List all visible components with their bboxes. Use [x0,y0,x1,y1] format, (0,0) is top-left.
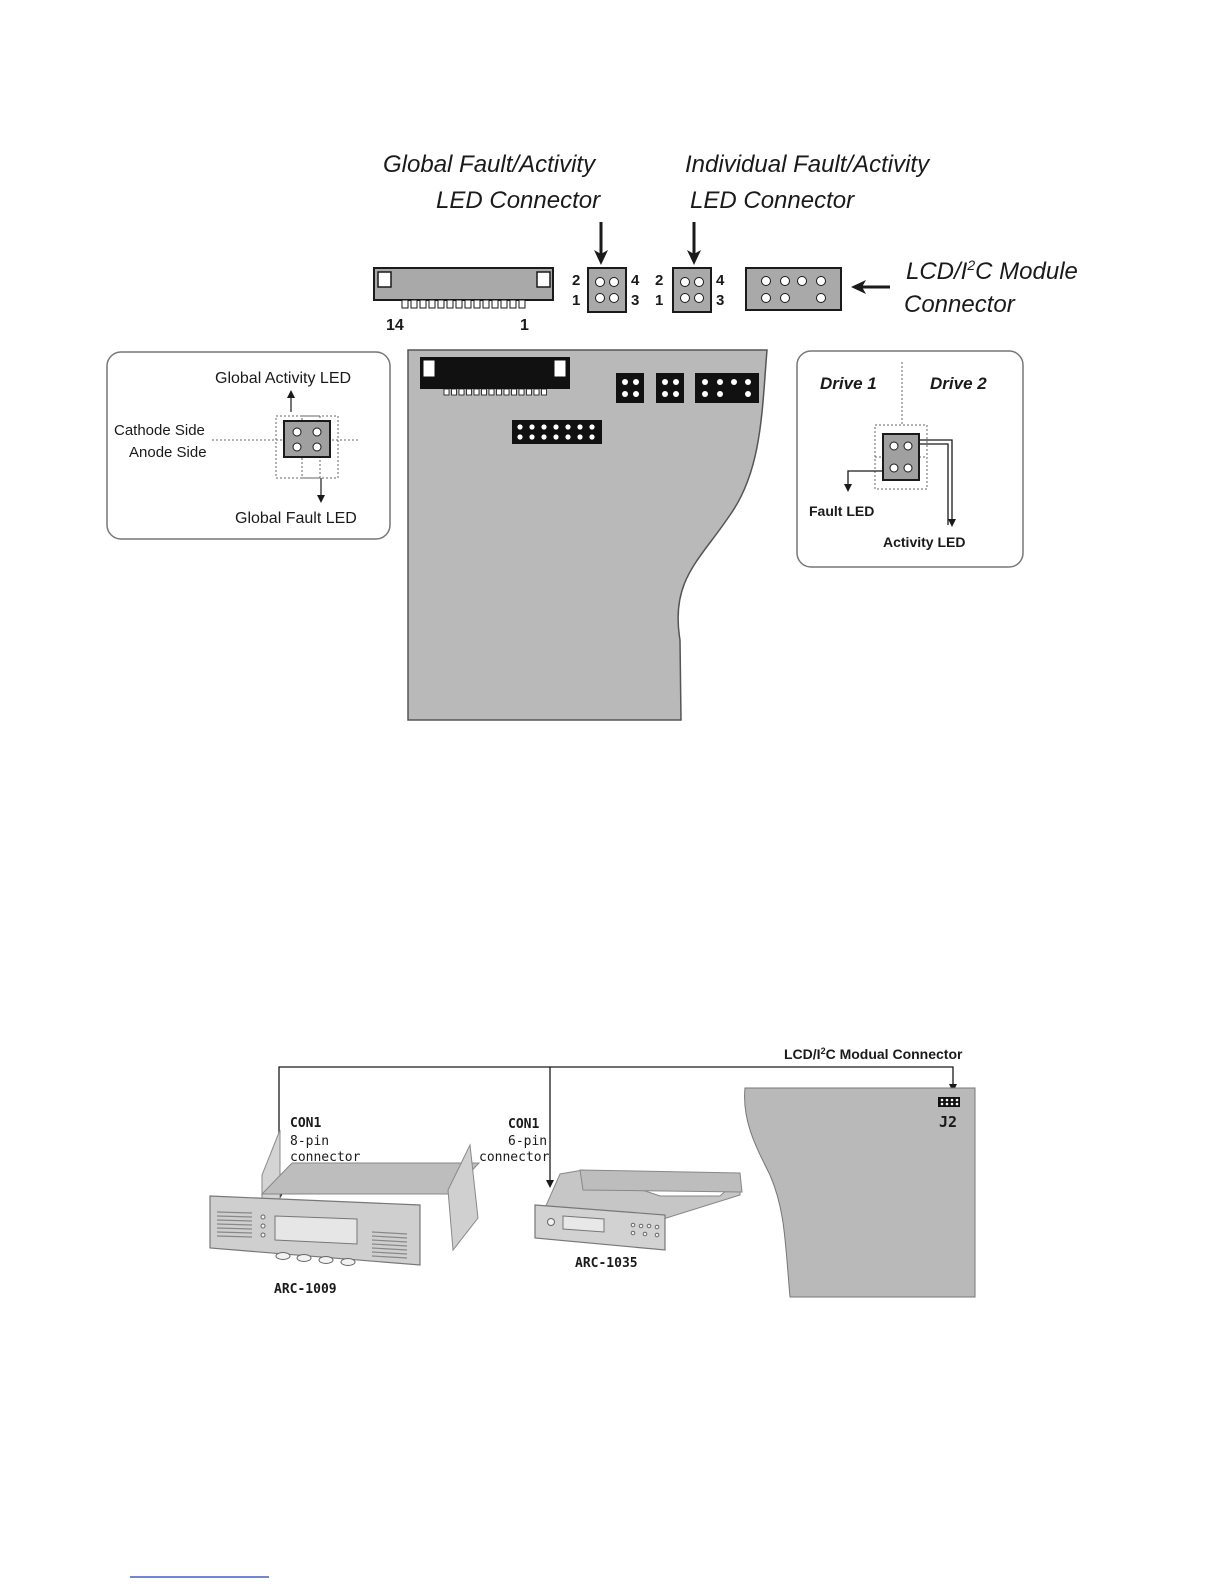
lcd-module-header [745,267,842,311]
j2-label: J2 [939,1113,957,1131]
board-ribbon-pin [541,388,547,396]
ribbon-pin [410,299,418,309]
board-ribbon-pin [481,388,487,396]
ribbon-pin [446,299,454,309]
board-header-pin [553,424,559,430]
controller-board [407,349,768,721]
arc1009-con1-label: CON1 [290,1116,321,1131]
arc-1009-device: CON1 8-pin connector ARC-1009 [209,1116,481,1297]
board-ribbon-pin [511,388,517,396]
global-fault-led-label: Global Fault LED [235,510,357,527]
arc1035-con1-label: CON1 [508,1117,539,1132]
global-connector-label-line1: Global Fault/Activity [383,151,597,178]
board-ribbon-pin [518,388,525,396]
board-ribbon-pin [451,388,457,396]
board-header-pin [577,424,583,430]
ribbon-pin [473,299,481,309]
j2-header [938,1097,960,1107]
ribbon-pin [491,299,499,309]
global-pin-4-label: 4 [631,272,640,289]
individual-connector-label-line1: Individual Fault/Activity [685,151,931,178]
board-ribbon-pin [488,388,495,396]
global-pin-1-label: 1 [572,292,580,309]
board-header-pin [589,434,595,440]
board-header-pins [517,424,595,440]
arc1035-model-label: ARC-1035 [575,1256,638,1271]
individual-connector-label-line2: LED Connector [690,187,855,214]
board-ribbon-pin [526,388,532,396]
arc1035-connector-label: connector [479,1150,550,1165]
ribbon-pin [518,299,526,309]
arc1009-pins-label: 8-pin [290,1134,329,1149]
board-ribbon-pin [443,388,450,396]
individual-pin-1-label: 1 [655,292,663,309]
ribbon-pin [455,299,463,309]
ribbon-pin [509,299,517,309]
board-ribbon-pin [466,388,472,396]
ribbon-pin [464,299,472,309]
top-diagram: Global Fault/Activity LED Connector Indi… [106,151,1078,721]
ribbon-pin [482,299,490,309]
board-header-pin [541,434,547,440]
board-header-pin [517,424,523,430]
global-activity-led-label: Global Activity LED [215,370,351,387]
board-header-pin [553,434,559,440]
individual-pin-4-label: 4 [716,272,725,289]
ribbon-pin [401,299,409,309]
right-callout: Drive 1 Drive 2 Fault LED Activity LED [796,350,1024,568]
board-ribbon-pin [533,388,540,396]
ribbon-pins [401,299,526,309]
board-header-pin [517,434,523,440]
bottom-board [744,1087,976,1298]
individual-pin-2-label: 2 [655,272,663,289]
arc-1035-device: CON1 6-pin connector ARC-1035 [479,1117,743,1271]
cathode-side-label: Cathode Side [114,422,205,439]
board-header-pin [565,424,571,430]
board-ribbon-pin [458,388,465,396]
global-led-header: 2 1 4 3 [572,267,640,313]
bottom-diagram: LCD/I2C Modual Connector J2 [209,1046,976,1298]
board-header-pin [565,434,571,440]
board-ribbon-pin [503,388,510,396]
board-header-pin [577,434,583,440]
arc1009-connector-label: connector [290,1150,361,1165]
lcd-connector-label-line2: Connector [904,291,1016,318]
board-ribbon-pin [473,388,480,396]
individual-pin-3-label: 3 [716,292,724,309]
ribbon-pin-1-label: 1 [520,317,529,334]
individual-led-header: 2 1 4 3 [655,267,725,313]
arc1009-model-label: ARC-1009 [274,1282,337,1297]
board-header-pin [541,424,547,430]
anode-side-label: Anode Side [129,444,207,461]
lcd-modual-connector-label: LCD/I2C Modual Connector [784,1046,963,1062]
board-ribbon-pins [443,388,547,396]
board-ribbon-pin [496,388,502,396]
ribbon-pin-14-label: 14 [386,317,404,334]
activity-led-label: Activity LED [883,534,965,550]
board-header-pin [529,434,535,440]
drive1-label: Drive 1 [820,374,877,393]
global-pin-3-label: 3 [631,292,639,309]
ribbon-pin [437,299,445,309]
ribbon-pin [500,299,508,309]
board-header-pin [589,424,595,430]
lcd-connector-label-line1: LCD/I2C Module [906,257,1078,285]
global-connector-label-line2: LED Connector [436,187,601,214]
ribbon-connector: 14 1 [373,267,554,334]
ribbon-pin [419,299,427,309]
left-callout: Global Activity LED Cathode Side Anode S… [106,351,391,540]
board-header-pin [529,424,535,430]
drive2-label: Drive 2 [930,374,987,393]
arc1035-pins-label: 6-pin [508,1134,547,1149]
ribbon-pin [428,299,436,309]
fault-led-label: Fault LED [809,503,874,519]
global-pin-2-label: 2 [572,272,580,289]
